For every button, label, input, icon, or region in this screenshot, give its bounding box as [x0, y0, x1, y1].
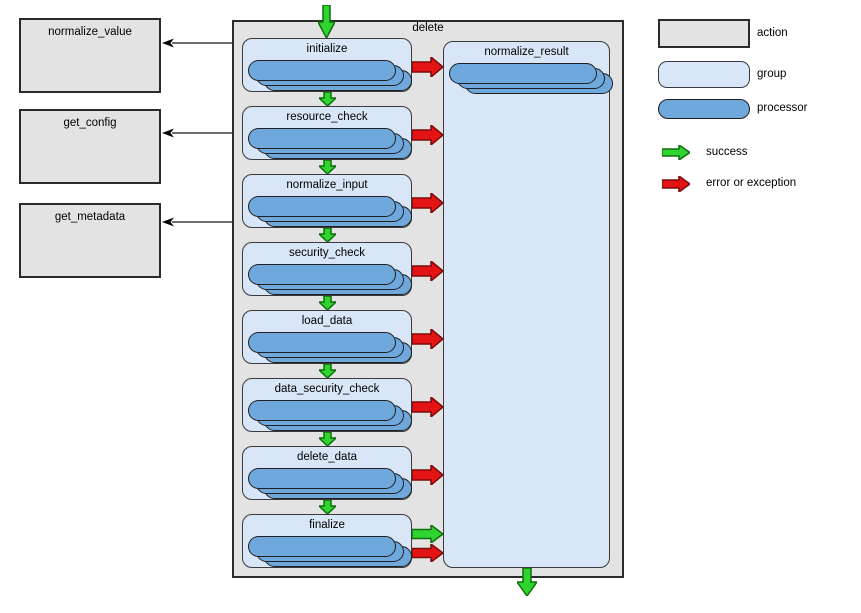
group-title: delete_data — [296, 451, 358, 463]
processor-pill — [248, 332, 396, 353]
call-arrow — [161, 37, 232, 49]
group-initialize: initialize — [242, 38, 412, 92]
action-box-get-metadata: get_metadata — [19, 203, 161, 278]
processor-pill — [248, 400, 396, 421]
action-box-get-config: get_config — [19, 109, 161, 184]
group-title: load_data — [301, 315, 353, 327]
success-arrow — [319, 364, 336, 378]
legend-label: group — [757, 67, 787, 80]
success-arrow — [412, 525, 443, 543]
group-data-security-check: data_security_check — [242, 378, 412, 432]
group-title: security_check — [288, 247, 366, 259]
error-arrow — [412, 397, 443, 417]
success-arrow — [319, 432, 336, 446]
container-title: delete — [412, 22, 444, 34]
processor-pill — [248, 264, 396, 285]
action-title: get_metadata — [54, 211, 126, 223]
flow-exit-success-arrow — [517, 568, 537, 596]
success-arrow — [319, 160, 336, 174]
action-box-normalize-value: normalize_value — [19, 18, 161, 93]
legend-group-swatch — [658, 61, 750, 88]
processor-pill — [248, 128, 396, 149]
action-title: normalize_value — [48, 26, 132, 38]
call-arrow — [161, 127, 232, 139]
legend-action-swatch — [658, 19, 750, 48]
processor-pill — [248, 196, 396, 217]
legend-label: processor — [757, 102, 808, 114]
group-load-data: load_data — [242, 310, 412, 364]
legend-label: error or exception — [706, 177, 797, 189]
group-security-check: security_check — [242, 242, 412, 296]
group-normalize-input: normalize_input — [242, 174, 412, 228]
group-title: normalize_result — [484, 46, 569, 58]
legend-label: success — [706, 145, 748, 158]
group-title: initialize — [306, 43, 348, 55]
processor-pill — [248, 468, 396, 489]
success-arrow — [319, 296, 336, 310]
group-delete-data: delete_data — [242, 446, 412, 500]
error-arrow — [412, 193, 443, 213]
error-arrow — [412, 329, 443, 349]
flow-entry-success-arrow — [318, 5, 335, 38]
group-title: data_security_check — [274, 383, 380, 395]
legend-processor-swatch — [658, 99, 750, 119]
processor-pill — [248, 60, 396, 81]
success-arrow — [319, 92, 336, 106]
error-arrow — [412, 57, 443, 77]
error-arrow — [412, 261, 443, 281]
processor-pill — [449, 63, 597, 84]
error-arrow — [412, 465, 443, 485]
group-title: resource_check — [286, 111, 368, 123]
success-arrow — [319, 500, 336, 514]
action-title: get_config — [63, 117, 117, 129]
group-title: normalize_input — [286, 179, 368, 191]
group-normalize-result: normalize_result — [443, 41, 613, 568]
legend-label: action — [757, 26, 788, 39]
error-arrow — [412, 125, 443, 145]
success-arrow — [319, 228, 336, 242]
error-arrow — [412, 544, 443, 562]
legend-success-arrow — [662, 145, 690, 160]
call-arrow — [161, 216, 232, 228]
group-resource-check: resource_check — [242, 106, 412, 160]
legend-error-arrow — [662, 176, 690, 192]
group-title: finalize — [309, 519, 345, 531]
processor-pill — [248, 536, 396, 557]
group-finalize: finalize — [242, 514, 412, 568]
